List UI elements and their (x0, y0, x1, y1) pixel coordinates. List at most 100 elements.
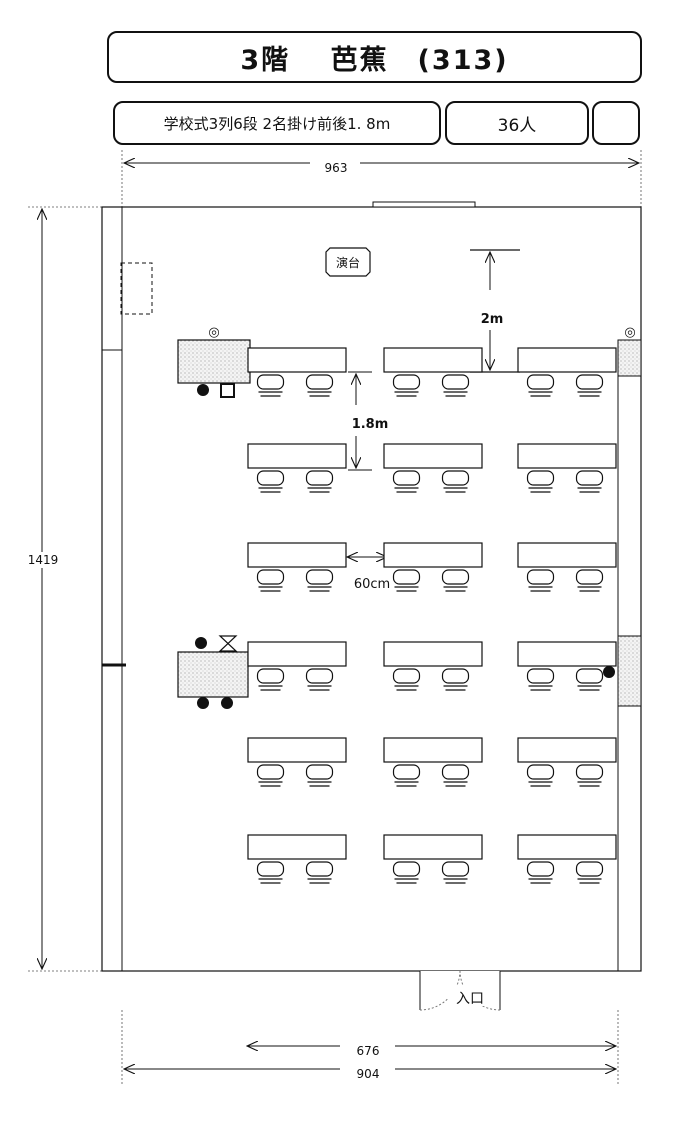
row-spacing-label: 1.8m (352, 417, 389, 432)
chair (392, 470, 421, 493)
chair (526, 374, 555, 397)
capacity-box: 36人 (445, 101, 589, 145)
desk-unit (247, 641, 347, 691)
desk (517, 641, 617, 667)
chair (392, 861, 421, 884)
chair (392, 374, 421, 397)
podium: 演台 (325, 247, 371, 277)
desk (383, 347, 483, 373)
chair (392, 764, 421, 787)
desk (247, 641, 347, 667)
chair (575, 374, 604, 397)
chair (305, 861, 334, 884)
desk-unit (247, 443, 347, 493)
chair (305, 374, 334, 397)
room-height-dimension: 1419 (28, 206, 102, 972)
entrance-label: 入口 (456, 991, 484, 1007)
title-box: 3階 芭蕉 (313) (107, 31, 642, 83)
chair (256, 470, 285, 493)
chair (256, 668, 285, 691)
chair (441, 374, 470, 397)
floor-width-dimensions: 676 904 (121, 1010, 619, 1085)
blank-box (592, 101, 640, 145)
dashed-fixture (120, 262, 153, 315)
aisle-dimension: 60cm (347, 557, 395, 592)
desk-unit (247, 347, 347, 397)
chair (441, 668, 470, 691)
aisle-label: 60cm (354, 577, 390, 592)
chair (526, 569, 555, 592)
desk (247, 347, 347, 373)
front-gap-dimension: 2m (470, 249, 520, 373)
desk (517, 542, 617, 568)
chair (305, 668, 334, 691)
chair (575, 764, 604, 787)
chair (392, 569, 421, 592)
desk (517, 443, 617, 469)
desk (517, 737, 617, 763)
chair (441, 861, 470, 884)
inner-width-label: 676 (357, 1044, 380, 1058)
hourglass-icon (218, 635, 238, 652)
right-pillar-middle (617, 635, 642, 707)
desk-unit (517, 443, 617, 493)
desk-unit (383, 542, 483, 592)
desk (247, 443, 347, 469)
desk (247, 834, 347, 860)
capacity-value: 36人 (497, 115, 537, 136)
outlet-icon: ◎ (624, 325, 635, 340)
right-pillar-top (617, 339, 642, 377)
middle-left-equipment (177, 635, 249, 709)
chair (256, 764, 285, 787)
chair (441, 470, 470, 493)
chair (305, 569, 334, 592)
desk-unit (517, 542, 617, 592)
desk-unit (517, 737, 617, 787)
room-outline (101, 201, 642, 972)
chair (526, 470, 555, 493)
top-vent (372, 201, 476, 208)
outlet-icon: ◎ (208, 325, 219, 340)
chair (526, 861, 555, 884)
desk (383, 834, 483, 860)
room-title: 3階 芭蕉 (313) (240, 44, 509, 76)
row-spacing-dimension: 1.8m (348, 371, 389, 471)
desk-unit (247, 737, 347, 787)
desk (383, 542, 483, 568)
chair (526, 764, 555, 787)
front-gap-label: 2m (481, 312, 504, 327)
desk (383, 737, 483, 763)
chair (392, 668, 421, 691)
chair (305, 764, 334, 787)
desk (517, 834, 617, 860)
front-left-equipment: ◎ (177, 325, 251, 398)
chair (256, 569, 285, 592)
chair (575, 861, 604, 884)
chair (256, 374, 285, 397)
right-middle-device (603, 666, 615, 678)
desk (517, 347, 617, 373)
desk-unit (383, 443, 483, 493)
room-height-label: 1419 (28, 553, 59, 567)
chair (441, 764, 470, 787)
chair (575, 569, 604, 592)
desk (383, 443, 483, 469)
chair (526, 668, 555, 691)
desk (247, 542, 347, 568)
floor-width-label: 904 (357, 1067, 380, 1081)
room-width-label: 963 (325, 161, 348, 175)
chair (575, 668, 604, 691)
desk-unit (383, 834, 483, 884)
layout-description-box: 学校式3列6段 2名掛け前後1. 8m (113, 101, 441, 145)
desk-unit (383, 737, 483, 787)
desk-unit (247, 834, 347, 884)
desk-unit (517, 347, 617, 397)
desk (383, 641, 483, 667)
chair (256, 861, 285, 884)
layout-description: 学校式3列6段 2名掛け前後1. 8m (163, 114, 391, 133)
entrance: 入口 (419, 970, 501, 1011)
podium-label: 演台 (336, 255, 360, 270)
desk-unit (247, 542, 347, 592)
desk-unit (517, 834, 617, 884)
